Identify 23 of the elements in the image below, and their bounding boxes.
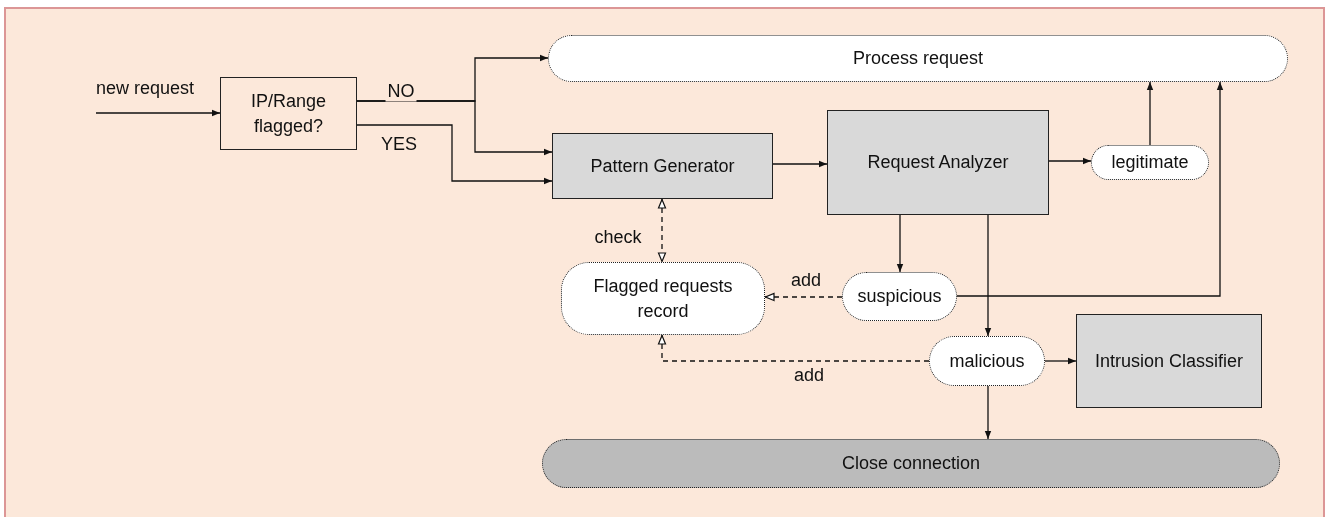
dashed-arrow [764,292,843,302]
arrow [984,385,992,440]
arrow [956,81,1224,297]
process-box: Intrusion Classifier [1076,314,1262,408]
arrow [356,124,553,185]
process-box: Request Analyzer [827,110,1049,215]
process-box: IP/Range flagged? [220,77,357,150]
rounded-node: suspicious [842,272,957,321]
arrow [1044,357,1077,365]
arrow [95,109,221,117]
rounded-node: Close connection [542,439,1280,488]
arrow [984,214,992,337]
arrow [1048,157,1092,165]
rounded-node: Flagged requests record [561,262,765,335]
process-box: Pattern Generator [552,133,773,199]
rounded-node: legitimate [1091,145,1209,180]
rounded-node: Process request [548,35,1288,82]
arrow [896,214,904,273]
arrow [1146,81,1154,146]
dashed-arrow [657,198,667,263]
dashed-arrow [657,334,930,362]
arrow [772,160,828,168]
rounded-node: malicious [929,336,1045,386]
